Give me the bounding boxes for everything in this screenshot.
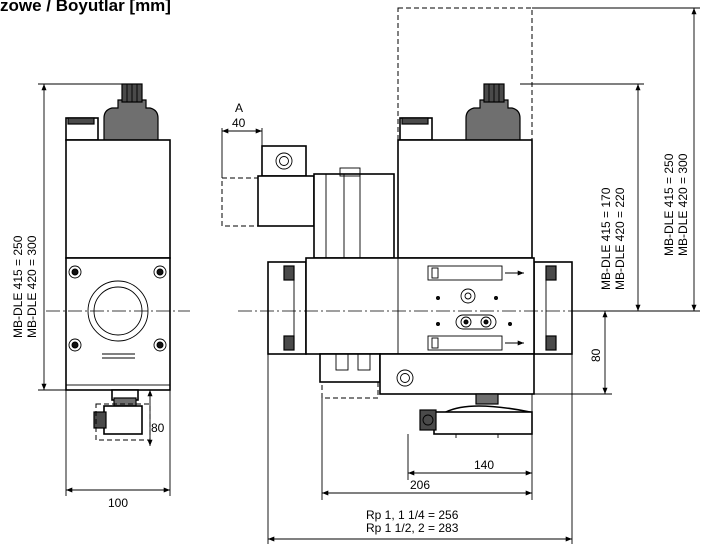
left-height-label-1: MB-DLE 415 = 250 [11,235,25,338]
flow-indicator-slot [427,265,503,281]
width-140-label: 140 [474,458,494,472]
detail-a-dimension-label: 40 [232,116,246,130]
lower-block-left [319,353,381,383]
front-view-coil-housing [397,139,533,259]
detail-a-connector [261,145,307,177]
bolt-icon [396,369,414,387]
front-view-cable-gland [465,99,521,149]
axis-height-label: 80 [589,348,603,362]
pressure-regulator-body [433,411,533,435]
side-view-connector-clip [67,117,95,125]
bolt-icon [68,338,82,352]
right-height-label-2: MB-DLE 420 = 300 [676,153,690,256]
bolt-icon [68,265,82,279]
detail-a-marker: A [235,101,243,115]
length-label-1: Rp 1, 1 1/4 = 256 [366,508,459,522]
mid-height-label-2: MB-DLE 420 = 220 [613,187,627,290]
bolt-icon [153,338,167,352]
detail-a-outline [221,177,263,227]
side-view-coil-housing [65,139,171,259]
bolt-icon [153,265,167,279]
front-view: A 40 [221,7,700,544]
left-small-height-label: 80 [151,421,165,435]
side-view: MB-DLE 415 = 250 MB-DLE 420 = 300 80 100 [11,83,190,510]
front-view-valve-body [305,257,535,355]
length-label-2: Rp 1 1/2, 2 = 283 [366,521,459,535]
drawing-title: zowe / Boyutlar [mm] [0,0,171,15]
test-port-pair [455,314,497,330]
side-view-valve-body [65,257,171,391]
mid-height-label-1: MB-DLE 415 = 170 [599,187,613,290]
detail-a-coil [257,175,315,227]
lower-block-right [379,353,535,395]
width-206-label: 206 [410,478,430,492]
side-view-pressure-switch [103,405,143,435]
left-width-label: 100 [108,496,128,510]
left-height-label-2: MB-DLE 420 = 300 [25,235,39,338]
test-port-icon [460,288,476,304]
right-height-label-1: MB-DLE 415 = 250 [662,153,676,256]
flow-indicator-slot [427,335,503,351]
side-view-cable-gland [103,99,159,149]
